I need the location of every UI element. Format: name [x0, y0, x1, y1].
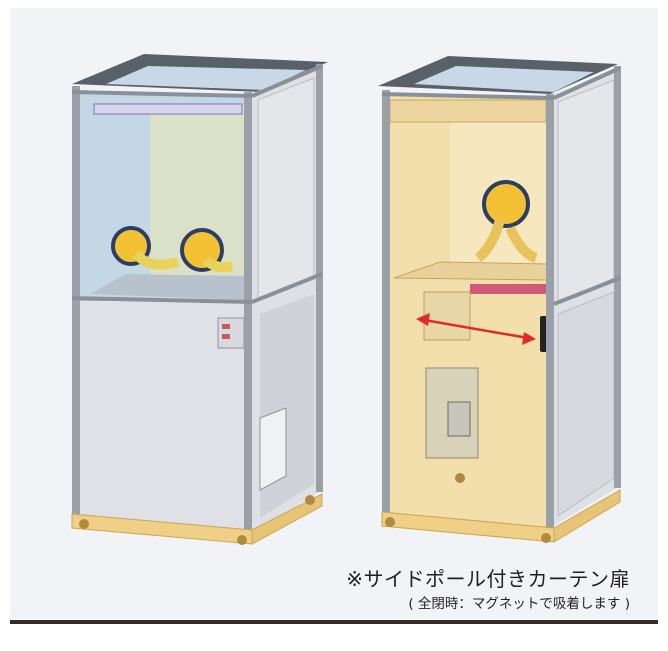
- right-booth-unit: [378, 56, 621, 543]
- booth-illustration: [71, 54, 621, 545]
- bottom-divider: [10, 620, 658, 624]
- caption-title: ※サイドポール付きカーテン扉: [346, 567, 630, 591]
- figure-caption: ※サイドポール付きカーテン扉 ( 全閉時：マグネットで吸着します ): [346, 566, 630, 614]
- left-booth-unit: [71, 54, 328, 545]
- caption-note: ( 全閉時：マグネットで吸着します ): [408, 596, 630, 612]
- product-figure: ※サイドポール付きカーテン扉 ( 全閉時：マグネットで吸着します ): [10, 8, 658, 619]
